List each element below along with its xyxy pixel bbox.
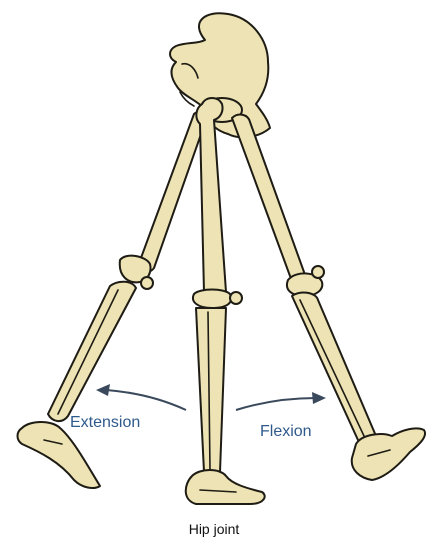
flexion-label: Flexion bbox=[260, 423, 312, 441]
pelvis bbox=[170, 13, 270, 137]
diagram-caption: Hip joint bbox=[0, 521, 428, 537]
flexion-arrow bbox=[236, 392, 326, 410]
extension-arrow bbox=[96, 384, 186, 410]
extension-label: Extension bbox=[70, 414, 140, 432]
